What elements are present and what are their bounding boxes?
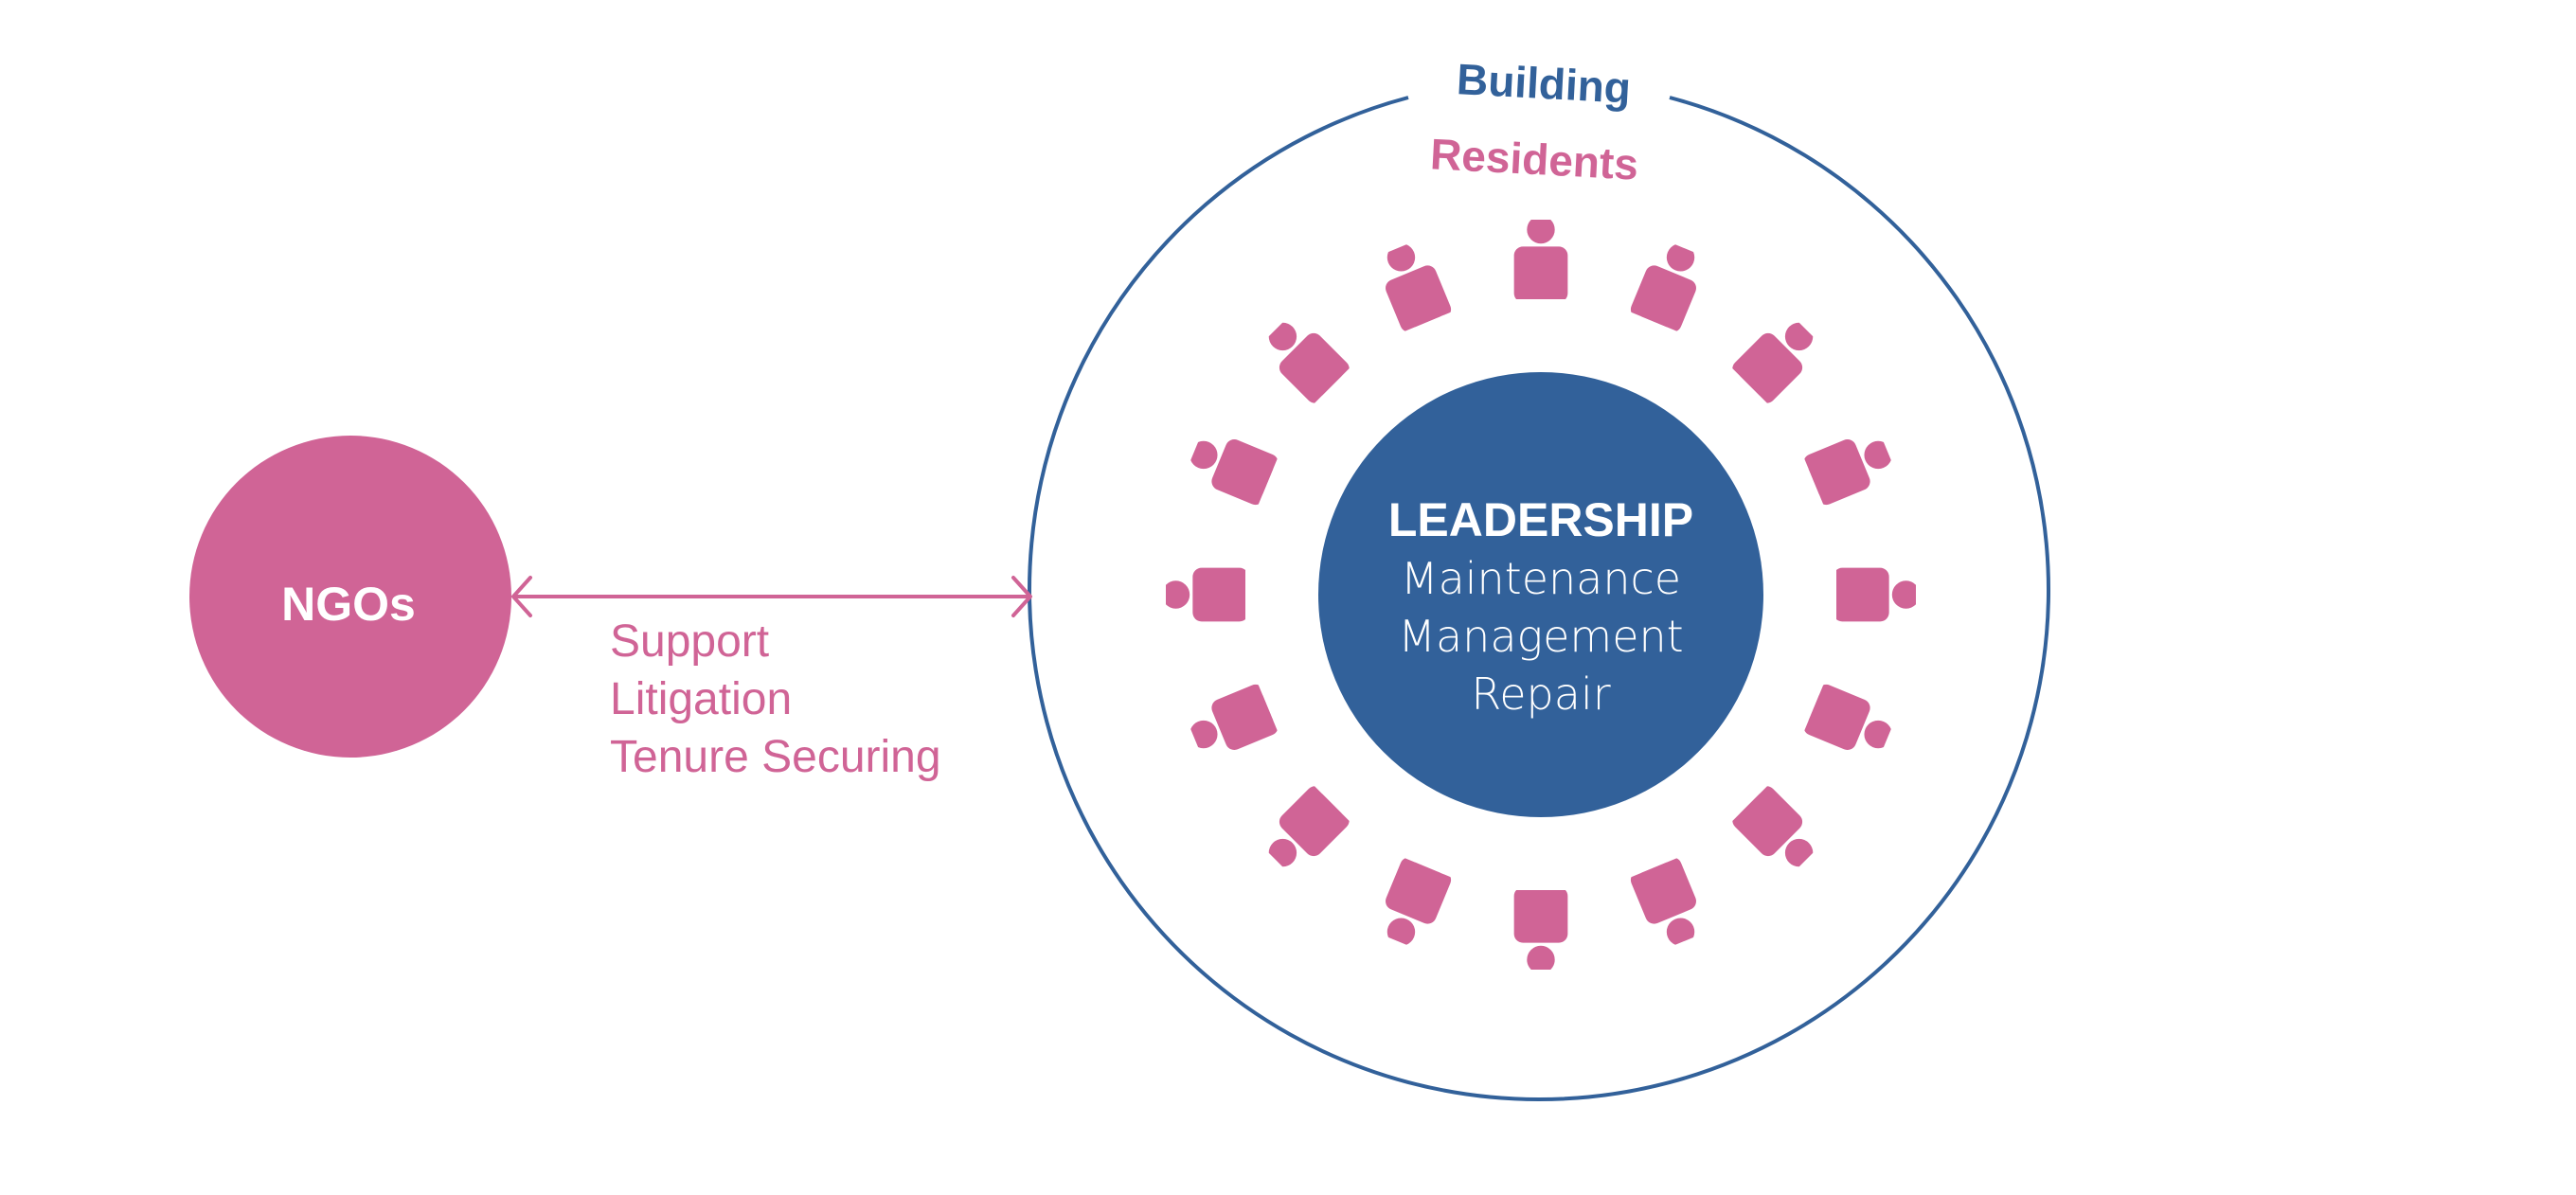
resident-person-icon — [1253, 307, 1361, 415]
resident-person-icon — [1798, 670, 1902, 765]
relationship-label-tenure-securing: Tenure Securing — [610, 732, 941, 782]
resident-person-icon — [1166, 567, 1245, 622]
building-label: Building — [1456, 54, 1632, 113]
leadership-duty-maintenance: Maintenance — [1401, 553, 1681, 604]
resident-person-icon — [1617, 852, 1711, 955]
ngo-node: NGOs — [189, 436, 511, 758]
arrow-head-right — [1011, 576, 1032, 617]
building-boundary — [1028, 96, 2050, 1101]
arrow-head-left — [511, 576, 532, 617]
leadership-core: LEADERSHIP Maintenance Management Repair — [1318, 372, 1763, 817]
resident-person-icon — [1370, 852, 1465, 955]
resident-person-icon — [1513, 220, 1568, 299]
resident-person-icon — [1180, 424, 1283, 519]
resident-person-icon — [1798, 424, 1902, 519]
resident-person-icon — [1253, 775, 1361, 883]
ngo-label: NGOs — [281, 578, 416, 631]
relationship-label-support: Support — [610, 616, 769, 667]
resident-person-icon — [1180, 670, 1283, 765]
ngo-circle — [189, 436, 511, 758]
leadership-circle — [1318, 372, 1763, 817]
resident-person-icon — [1617, 234, 1711, 337]
ngo-building-arrow — [511, 576, 1032, 617]
resident-person-icon — [1370, 234, 1465, 337]
relationship-label-litigation: Litigation — [610, 674, 792, 724]
residents-label: Residents — [1429, 129, 1639, 188]
leadership-duty-repair: Repair — [1471, 669, 1610, 720]
resident-person-icon — [1721, 775, 1829, 883]
building-ring — [1028, 96, 2050, 1101]
leadership-duty-management: Management — [1398, 611, 1683, 662]
resident-person-icon — [1721, 307, 1829, 415]
resident-person-icon — [1836, 567, 1916, 622]
resident-person-icon — [1513, 890, 1568, 970]
leadership-title: LEADERSHIP — [1388, 493, 1693, 546]
